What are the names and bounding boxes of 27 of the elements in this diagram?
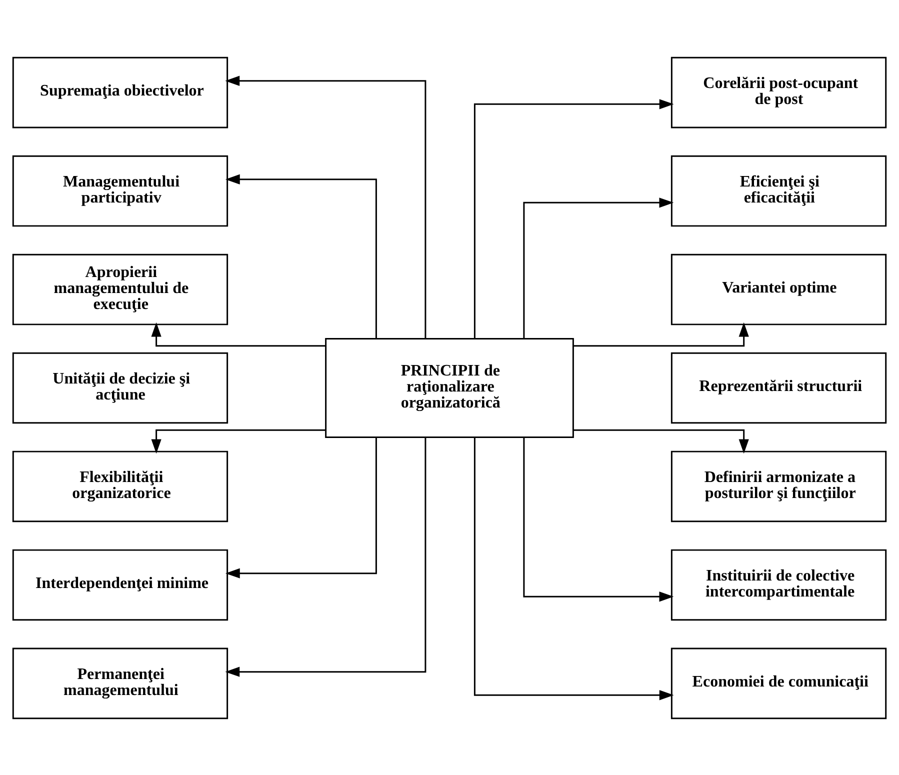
arrow — [474, 436, 674, 700]
arrow — [523, 436, 674, 602]
node-box: Flexibilităţii organizatorice — [12, 450, 228, 522]
arrow — [573, 428, 749, 454]
node-box: Apropierii managementului de execuţie — [12, 253, 228, 325]
node-box: Supremaţia obiectivelor — [12, 56, 228, 128]
node-box: Corelării post-ocupant de post — [670, 56, 887, 128]
arrow — [573, 322, 749, 346]
node-box: Unităţii de decizie şi acţiune — [12, 352, 228, 424]
node-box: Definirii armonizate a posturilor şi funcţiilor — [670, 450, 887, 522]
node-box: Interdependenţei minime — [12, 548, 228, 620]
node-box: Permanenţei managementului — [12, 647, 228, 719]
node-box: Economiei de comunicaţii — [670, 647, 887, 719]
node-box: Reprezentării structurii — [670, 352, 887, 424]
arrow — [151, 428, 326, 454]
arrow — [225, 437, 377, 578]
node-box: Eficienţei şi eficacităţii — [670, 154, 887, 226]
arrow — [474, 98, 674, 338]
arrow — [225, 174, 377, 338]
node-box: Variantei optime — [670, 253, 887, 325]
arrow — [151, 322, 326, 346]
arrow — [225, 436, 426, 676]
node-box: Instituirii de colective intercompartimentale — [670, 548, 887, 620]
arrow — [225, 75, 426, 338]
node-box: PRINCIPII de raţionalizare organizatorică — [325, 338, 574, 438]
node-box: Managementului participativ — [12, 154, 228, 226]
arrow — [523, 197, 674, 338]
